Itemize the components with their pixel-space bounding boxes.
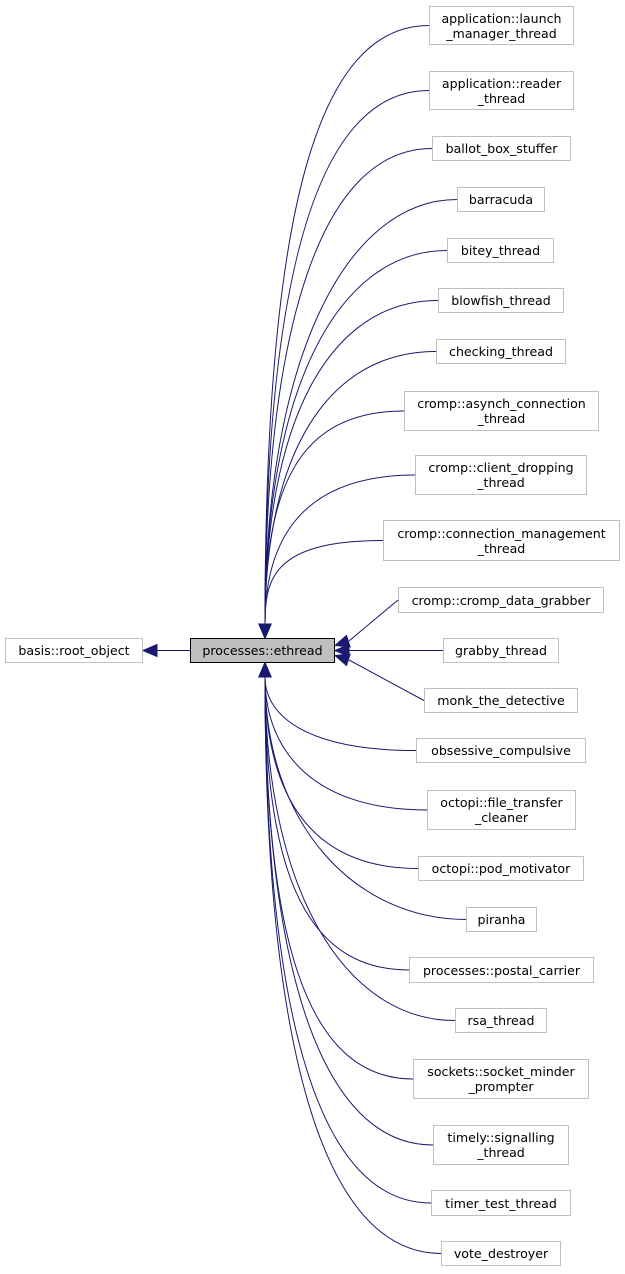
- derived-class-node[interactable]: cromp::client_dropping _thread: [415, 455, 587, 495]
- derived-class-node[interactable]: ballot_box_stuffer: [432, 136, 571, 161]
- inheritance-edge: [264, 676, 419, 869]
- derived-class-node[interactable]: cromp::asynch_connection _thread: [404, 391, 599, 431]
- derived-class-node[interactable]: octopi::pod_motivator: [418, 856, 584, 881]
- inheritance-edge: [264, 540, 384, 625]
- inheritance-edge: [264, 90, 430, 625]
- inheritance-edge: [264, 676, 442, 1254]
- derived-class-node[interactable]: rsa_thread: [455, 1008, 547, 1033]
- inheritance-arrowhead: [333, 634, 351, 648]
- inheritance-edge: [264, 676, 417, 751]
- inheritance-edge: [264, 199, 458, 625]
- inheritance-edge: [264, 474, 416, 625]
- derived-class-node[interactable]: grabby_thread: [443, 638, 559, 663]
- inheritance-edge: [264, 676, 467, 920]
- derived-class-node[interactable]: application::reader _thread: [429, 71, 574, 110]
- inheritance-arrowhead: [141, 643, 158, 658]
- inheritance-edge: [264, 676, 434, 1146]
- derived-class-node[interactable]: cromp::connection_management _thread: [383, 520, 620, 561]
- inheritance-edge: [264, 676, 456, 1021]
- derived-class-node[interactable]: checking_thread: [436, 339, 566, 364]
- inheritance-arrowhead: [333, 643, 350, 658]
- current-class-node: processes::ethread: [190, 638, 335, 663]
- derived-class-node[interactable]: blowfish_thread: [438, 288, 564, 313]
- derived-class-node[interactable]: timely::signalling _thread: [433, 1125, 569, 1165]
- inheritance-edge: [264, 676, 414, 1080]
- derived-class-node[interactable]: application::launch _manager_thread: [429, 6, 574, 45]
- derived-class-node[interactable]: piranha: [466, 907, 537, 932]
- inheritance-edge: [264, 410, 405, 625]
- derived-class-node[interactable]: barracuda: [457, 187, 545, 212]
- inheritance-edge: [348, 599, 399, 642]
- inheritance-edge: [264, 25, 430, 625]
- derived-class-node[interactable]: octopi::file_transfer _cleaner: [427, 790, 576, 830]
- inheritance-edge: [264, 676, 428, 811]
- inheritance-edge: [264, 300, 439, 625]
- derived-class-node[interactable]: processes::postal_carrier: [409, 957, 594, 983]
- derived-class-node[interactable]: timer_test_thread: [431, 1190, 571, 1216]
- derived-class-node[interactable]: sockets::socket_minder _prompter: [413, 1059, 589, 1099]
- inheritance-edge: [264, 676, 410, 971]
- derived-class-node[interactable]: vote_destroyer: [441, 1241, 561, 1266]
- inheritance-arrowhead: [258, 623, 272, 640]
- inheritance-edge: [264, 250, 448, 625]
- inheritance-edge: [264, 148, 433, 625]
- inheritance-edge: [348, 659, 425, 701]
- base-class-node[interactable]: basis::root_object: [5, 638, 143, 663]
- derived-class-node[interactable]: cromp::cromp_data_grabber: [398, 587, 604, 613]
- derived-class-node[interactable]: monk_the_detective: [424, 688, 578, 713]
- derived-class-node[interactable]: obsessive_compulsive: [416, 738, 586, 763]
- inheritance-arrowhead: [258, 661, 272, 678]
- inheritance-arrowhead: [333, 653, 351, 667]
- derived-class-node[interactable]: bitey_thread: [447, 238, 554, 263]
